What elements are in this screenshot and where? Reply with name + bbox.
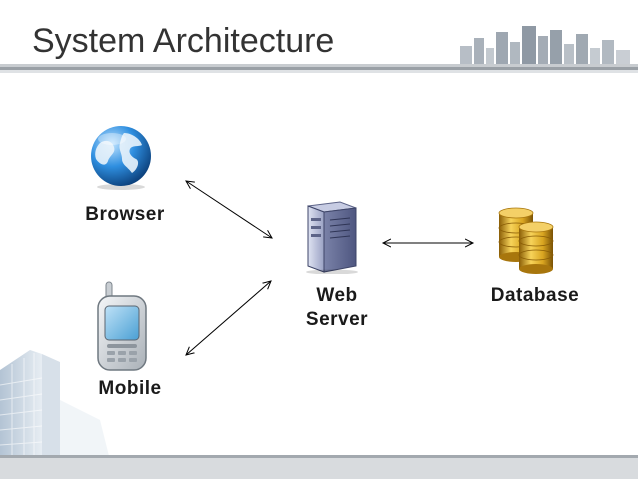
arrow-mobile-webserver <box>186 281 271 355</box>
building-corner-image <box>0 350 110 460</box>
web-server-label-line1: Web <box>316 285 358 306</box>
mobile-phone-icon <box>97 281 147 371</box>
web-server-label-line2: Server <box>305 309 369 330</box>
server-tower-icon <box>306 201 358 274</box>
arrow-browser-webserver <box>186 181 272 238</box>
browser-label: Browser <box>85 204 165 225</box>
skyline-header-image <box>460 26 630 68</box>
footer-bar <box>0 455 638 479</box>
mobile-label: Mobile <box>98 378 162 399</box>
globe-icon <box>91 126 151 190</box>
database-label: Database <box>490 285 580 306</box>
title-divider <box>0 64 638 73</box>
slide-title: System Architecture <box>32 22 335 60</box>
web-server-label: Web Server <box>292 284 382 332</box>
database-cylinders-icon <box>498 207 554 274</box>
database-front-cylinder <box>518 221 554 274</box>
